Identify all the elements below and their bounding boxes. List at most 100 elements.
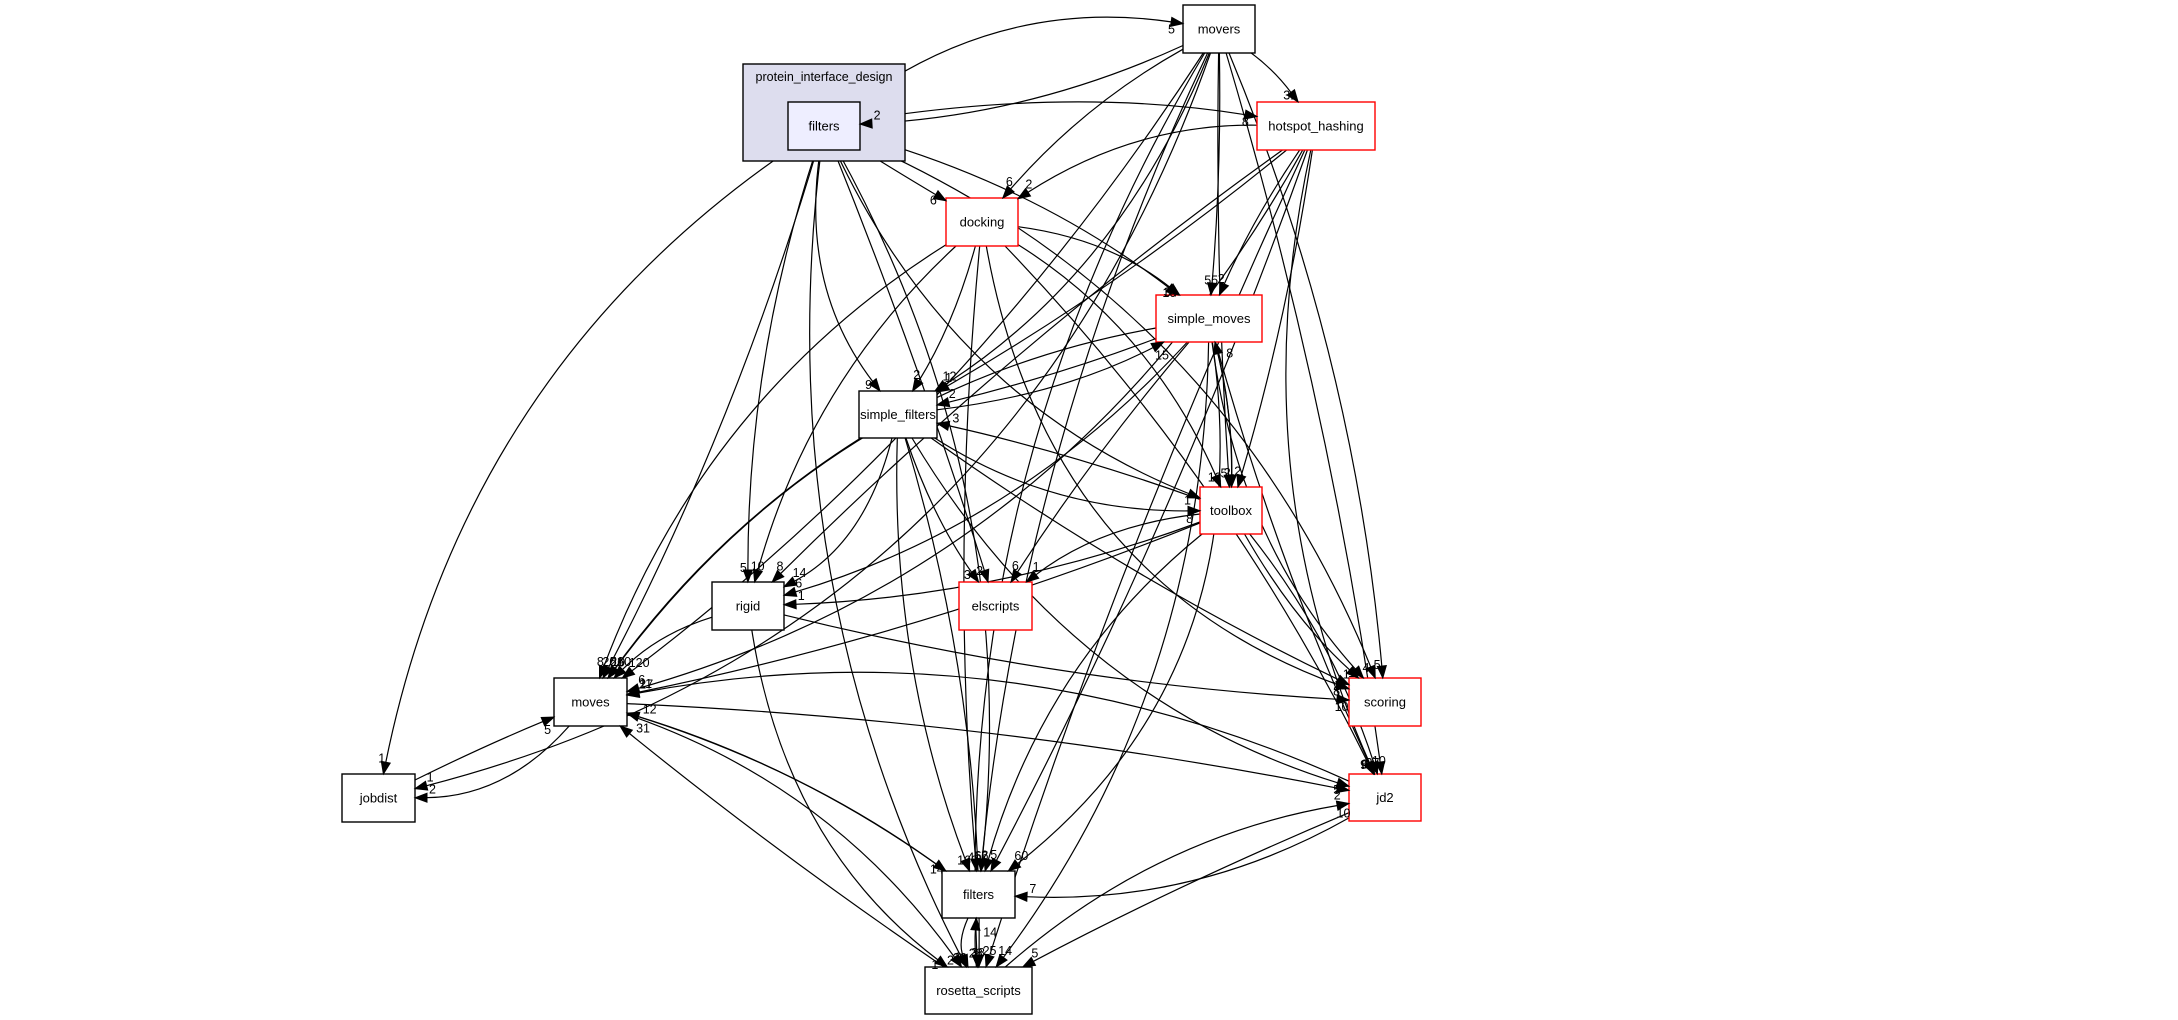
edge-label[interactable]: 1 [378,752,385,766]
edge-label[interactable]: 2 [1234,464,1241,478]
edge-label[interactable]: 8 [1226,347,1233,361]
edge-label[interactable]: 55 [1204,273,1218,287]
edge-label[interactable]: 1 [1333,679,1340,693]
node-moves[interactable]: moves [553,677,628,727]
edge-label[interactable]: 2 [913,368,920,382]
edge-label[interactable]: 12 [1208,470,1222,484]
edge-label[interactable]: 57 [974,849,988,863]
edge-label[interactable]: 2 [874,108,881,122]
edge-label[interactable]: 11 [639,677,652,691]
edge-label[interactable]: 2 [429,783,436,797]
edge-label[interactable]: 5 [544,723,551,737]
edge-label[interactable]: 6 [1362,758,1369,772]
edge-label[interactable]: 1 [798,589,805,603]
edge-label[interactable]: 8 [1333,685,1340,699]
edge-label[interactable]: 1 [1184,493,1191,507]
node-jobdist[interactable]: jobdist [341,773,416,823]
edge-label[interactable]: 2 [1224,466,1231,480]
edge-label[interactable]: 4 [967,851,974,865]
node-rigid[interactable]: rigid [711,581,785,631]
node-toolbox[interactable]: toolbox [1199,486,1263,535]
edge-label[interactable]: 25 [983,944,997,958]
edge-label[interactable]: 51 [610,655,624,669]
edge-label[interactable]: 8 [1186,512,1193,526]
edge-label[interactable]: 14 [793,566,807,580]
edge-label[interactable]: 6 [930,194,937,208]
edge-label[interactable]: 5 [1221,467,1228,481]
edge-label[interactable]: 3 [952,411,959,425]
node-docking[interactable]: docking [945,197,1019,247]
edge-label[interactable]: 5 [740,561,747,575]
edge-label[interactable]: 12 [943,370,957,384]
edge-label[interactable]: 38 [971,946,985,960]
edge-label[interactable]: 5 [1374,658,1381,672]
edge-label[interactable]: 31 [636,722,650,736]
node-simple-filters[interactable]: simple_filters [858,390,938,439]
edge-label[interactable]: 160 [957,854,978,868]
edge-label[interactable]: 6 [1006,175,1013,189]
edge-label[interactable]: 1 [1033,560,1040,574]
edge-label[interactable]: 2 [1025,177,1032,191]
edge-label[interactable]: 120 [629,656,650,670]
edge-label[interactable]: 14 [930,862,944,876]
edge-label[interactable]: 9 [1360,758,1367,772]
edge-label[interactable]: 6 [638,673,645,687]
edge-label[interactable]: 2 [949,387,956,401]
node-pid-filters[interactable]: filters [787,101,861,151]
edge-label[interactable]: 2 [981,848,988,862]
edge-label[interactable]: 10 [751,559,765,573]
edge-label[interactable]: 2 [947,953,954,967]
node-hotspot-hashing[interactable]: hotspot_hashing [1256,101,1376,151]
edge-label[interactable]: 1 [931,958,938,972]
edge-label[interactable]: 34 [1164,286,1178,300]
edge-label[interactable]: 2 [1218,272,1225,286]
edge-label[interactable]: 7 [1029,882,1036,896]
edge-label[interactable]: 1 [1343,668,1350,682]
edge-label[interactable]: 9 [1361,758,1368,772]
edge-label[interactable]: 8 [597,655,604,669]
edge-label[interactable]: 10 [1372,754,1386,768]
node-simple-moves[interactable]: simple_moves [1155,294,1263,343]
edge-label[interactable]: 2 [1334,789,1341,803]
edge-label[interactable]: 6 [795,577,802,591]
node-elscripts[interactable]: elscripts [958,581,1033,631]
edge-label[interactable]: 3 [964,568,971,582]
edge-label[interactable]: 30 [953,951,967,965]
edge-label[interactable]: 9 [618,655,625,669]
edge-label[interactable]: 4 [1363,661,1370,675]
edge-label[interactable]: 1 [427,770,434,784]
edge-label[interactable]: 5 [1333,783,1340,797]
edge-label[interactable]: 14 [983,926,997,940]
node-jd2[interactable]: jd2 [1348,773,1422,822]
node-movers[interactable]: movers [1182,4,1256,54]
edge-label[interactable]: 3 [955,951,962,965]
edge-label[interactable]: 60 [1014,849,1028,863]
edge-label[interactable]: 27 [639,678,653,692]
node-rosetta-scripts[interactable]: rosetta_scripts [924,966,1033,1015]
edge-label[interactable]: 15 [1155,349,1169,363]
edge-label[interactable]: 66 [975,849,989,863]
edge-label[interactable]: 8 [1242,115,1249,129]
edge-movers-to-simple_moves [1211,52,1221,285]
edge-label[interactable]: 10 [1337,807,1351,821]
edge-label[interactable]: 8 [777,560,784,574]
edge-label[interactable]: 5 [1031,946,1038,960]
edge-label[interactable]: 27 [1366,756,1380,770]
edge-label[interactable]: 31 [1283,89,1297,103]
node-filters[interactable]: filters [941,870,1016,919]
edge-label[interactable]: 20 [602,655,616,669]
node-scoring[interactable]: scoring [1348,677,1422,727]
edge-label[interactable]: 10 [1162,286,1176,300]
edge-label[interactable]: 10 [1335,700,1349,714]
edge-label[interactable]: 1 [945,371,952,385]
edge-label[interactable]: 9 [865,378,872,392]
edge-label[interactable]: 5 [990,848,997,862]
edge-label[interactable]: 14 [998,944,1012,958]
edge-label[interactable]: 1 [1348,666,1355,680]
edge-label[interactable]: 5 [1168,23,1175,37]
edge-label[interactable]: 28 [969,946,983,960]
edge-label[interactable]: 260 [610,655,631,669]
edge-label[interactable]: 2 [976,564,983,578]
edge-label[interactable]: 6 [1012,559,1019,573]
edge-label[interactable]: 12 [643,703,657,717]
